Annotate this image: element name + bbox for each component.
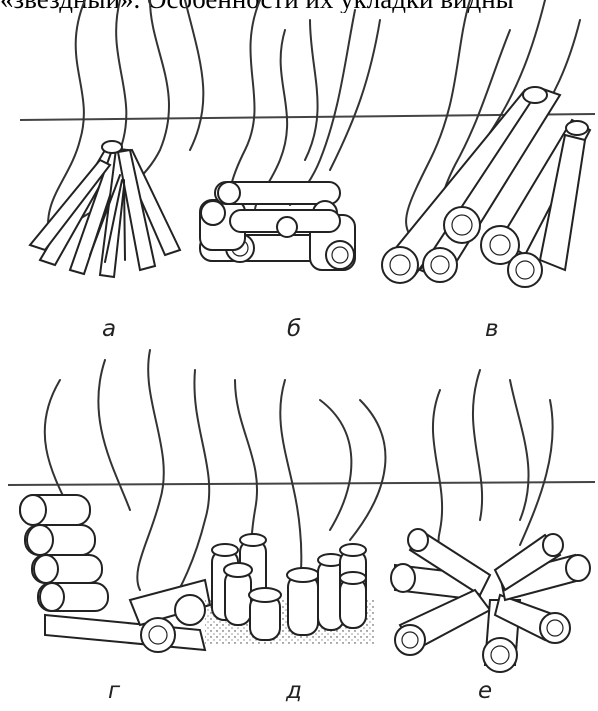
fire-b-log-cabin [200,0,380,270]
fire-e-star [391,370,590,672]
label-g: г [108,680,120,703]
label-e: е [478,680,492,703]
label-d: д [286,680,302,703]
label-b: б [287,318,301,341]
label-a: а [102,318,116,341]
fire-a-teepee [30,0,203,277]
fire-d-polynesian [205,380,385,645]
label-v: в [485,318,499,341]
fire-v-taiga [382,0,590,287]
fire-g-nodya [20,350,210,652]
